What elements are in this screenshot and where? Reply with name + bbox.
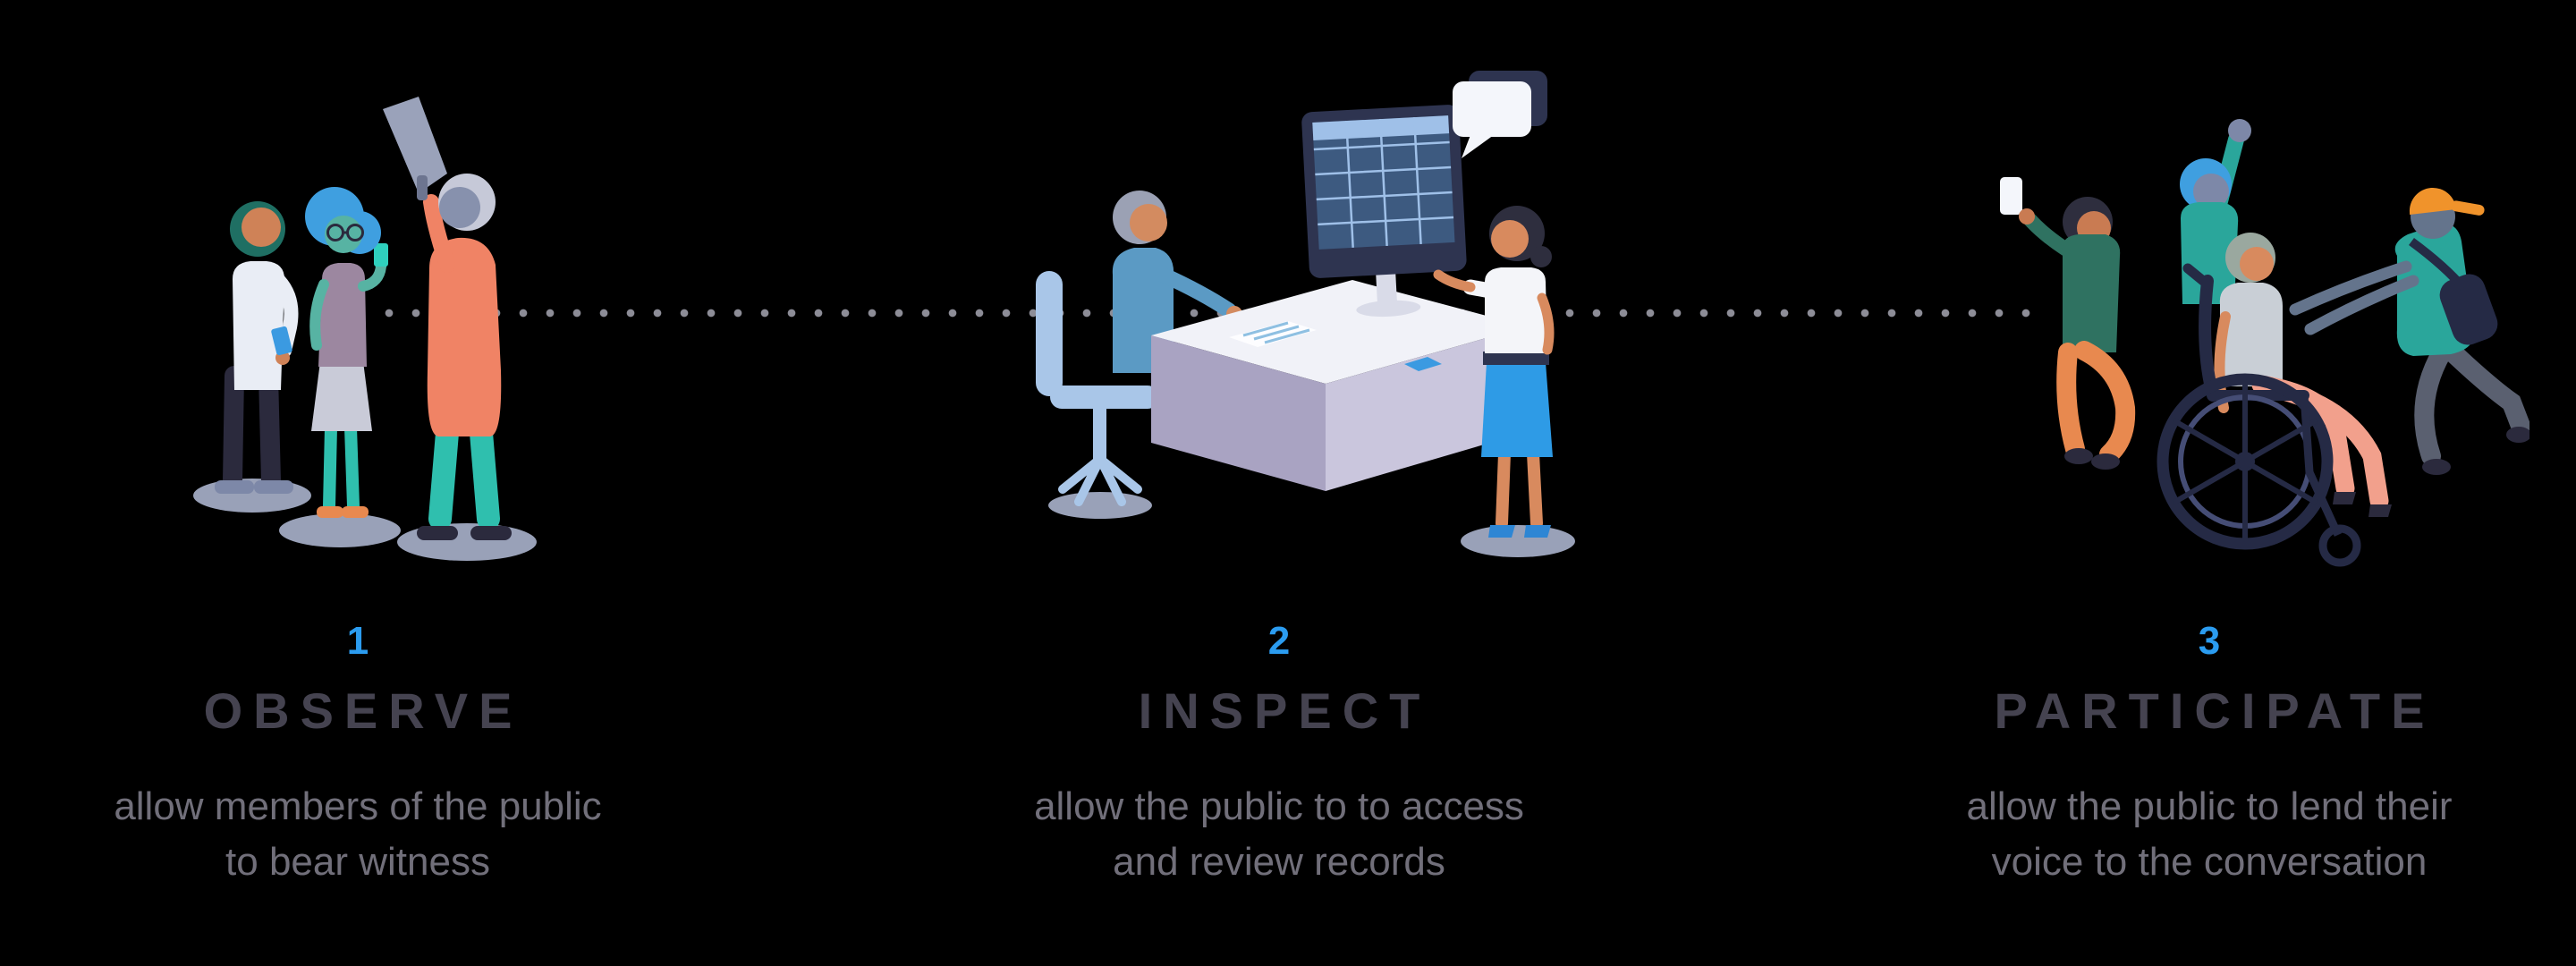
step-number: 2 [1267,619,1291,663]
person-with-megaphone [383,97,512,540]
inspect-illustration [1004,40,1585,572]
office-chair [1036,271,1159,519]
step-description-line: allow members of the public [114,784,602,828]
step-description: allow the public to to access and review … [912,779,1646,889]
process-connector-dotted-line [385,309,2039,318]
phone-on-desk [1404,357,1442,371]
wheelchair [2157,263,2361,567]
step-title: PARTICIPATE [1994,682,2436,739]
runner-with-cap [2289,187,2531,475]
step-participate: 3 PARTICIPATE allow the public to lend t… [1843,622,2576,889]
observe-illustration [152,43,581,575]
speech-bubble [1453,71,1547,158]
man-with-phone [215,201,299,494]
crowd-megaphone-graphic [193,97,537,561]
computer-monitor [1301,105,1467,318]
step-description-line: to bear witness [225,839,490,884]
step-description-line: voice to the conversation [1991,839,2428,884]
step-title: INSPECT [1138,682,1431,739]
selfie-person [2000,177,2136,470]
woman-blue-hair [305,187,388,518]
standing-woman [1433,206,1575,557]
step-observe: 1 OBSERVE allow members of the public to … [0,622,724,889]
step-description: allow the public to lend their voice to t… [1843,779,2576,889]
records-desk-graphic [1036,71,1575,557]
papers-on-desk [1229,321,1317,347]
step-number: 1 [346,619,369,663]
step-number: 3 [2198,619,2221,663]
group-wheelchair-graphic [2000,119,2531,567]
step-description-line: and review records [1113,839,1445,884]
step-title: OBSERVE [203,682,523,739]
step-description: allow members of the public to bear witne… [0,779,724,889]
step-description-line: allow the public to lend their [1966,784,2453,828]
step-description-line: allow the public to to access [1034,784,1524,828]
participate-illustration [1948,52,2531,584]
isometric-desk [1151,280,1527,491]
